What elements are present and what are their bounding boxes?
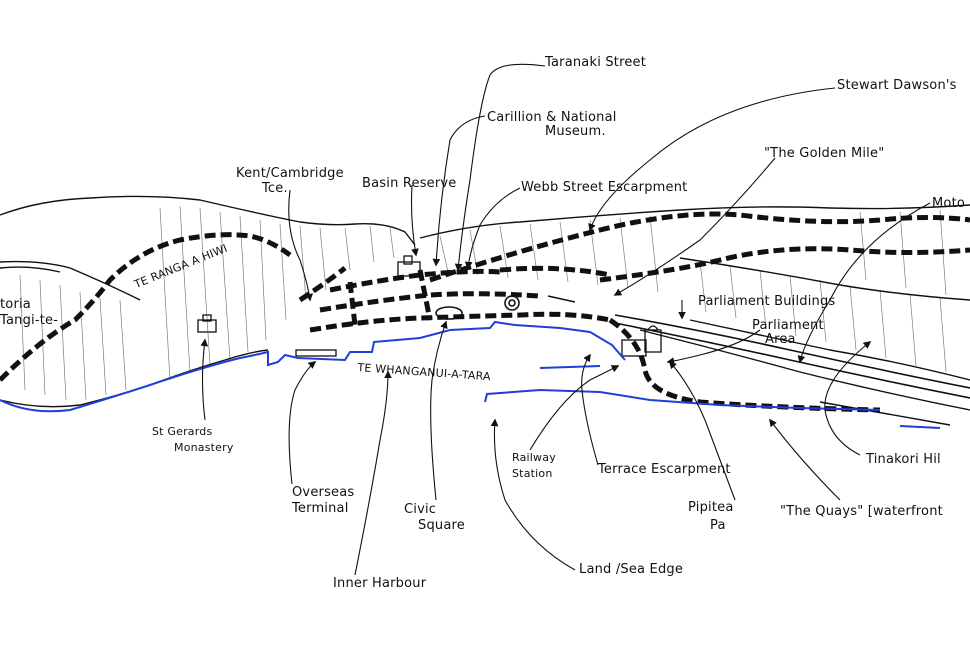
hills-outline xyxy=(0,195,970,426)
label-land-sea-edge: Land /Sea Edge xyxy=(579,562,684,577)
label-pipitea-line2: Pa xyxy=(710,518,726,533)
label-the-quays: "The Quays" [waterfront xyxy=(780,504,943,519)
label-civic-line1: Civic xyxy=(404,502,437,517)
dashed-routes xyxy=(0,211,970,413)
roads xyxy=(435,295,970,399)
label-parliament-area-line1: Parliament xyxy=(752,318,824,333)
label-taranaki-street: Taranaki Street xyxy=(545,55,647,70)
label-st-gerards-line2: Monastery xyxy=(174,441,234,454)
label-motorway: Moto xyxy=(932,196,966,211)
label-carillion-line2: Museum. xyxy=(545,124,606,139)
building-icons xyxy=(197,255,662,357)
label-stewart-dawsons: Stewart Dawson's xyxy=(837,78,957,93)
label-kent-line1: Kent/Cambridge xyxy=(236,166,344,181)
label-inner-harbour: Inner Harbour xyxy=(333,576,427,591)
label-st-gerards-line1: St Gerards xyxy=(152,425,213,438)
label-kent-line2: Tce. xyxy=(262,181,288,196)
label-overseas-line1: Overseas xyxy=(292,485,355,500)
harbour-shoreline xyxy=(0,320,941,429)
label-overseas-line2: Terminal xyxy=(292,501,349,516)
label-tinakori-hill: Tinakori Hil xyxy=(866,452,941,467)
label-victoria-line1: toria xyxy=(0,297,31,312)
label-civic-line2: Square xyxy=(418,518,465,533)
label-parliament-area-line2: Area xyxy=(765,332,796,347)
label-pipitea-line1: Pipitea xyxy=(688,500,734,515)
label-golden-mile: "The Golden Mile" xyxy=(764,146,885,161)
label-victoria-line2: Tangi-te- xyxy=(0,313,59,328)
leader-arrows xyxy=(200,63,931,576)
label-carillion-line1: Carillion & National xyxy=(487,110,617,125)
label-parliament-buildings: Parliament Buildings xyxy=(698,294,836,309)
label-basin-reserve: Basin Reserve xyxy=(362,176,457,191)
label-webb-street-escarpment: Webb Street Escarpment xyxy=(521,180,688,195)
label-railway-line1: Railway xyxy=(512,451,556,464)
label-terrace-escarpment: Terrace Escarpment xyxy=(598,462,731,477)
label-railway-line2: Station xyxy=(512,467,553,480)
